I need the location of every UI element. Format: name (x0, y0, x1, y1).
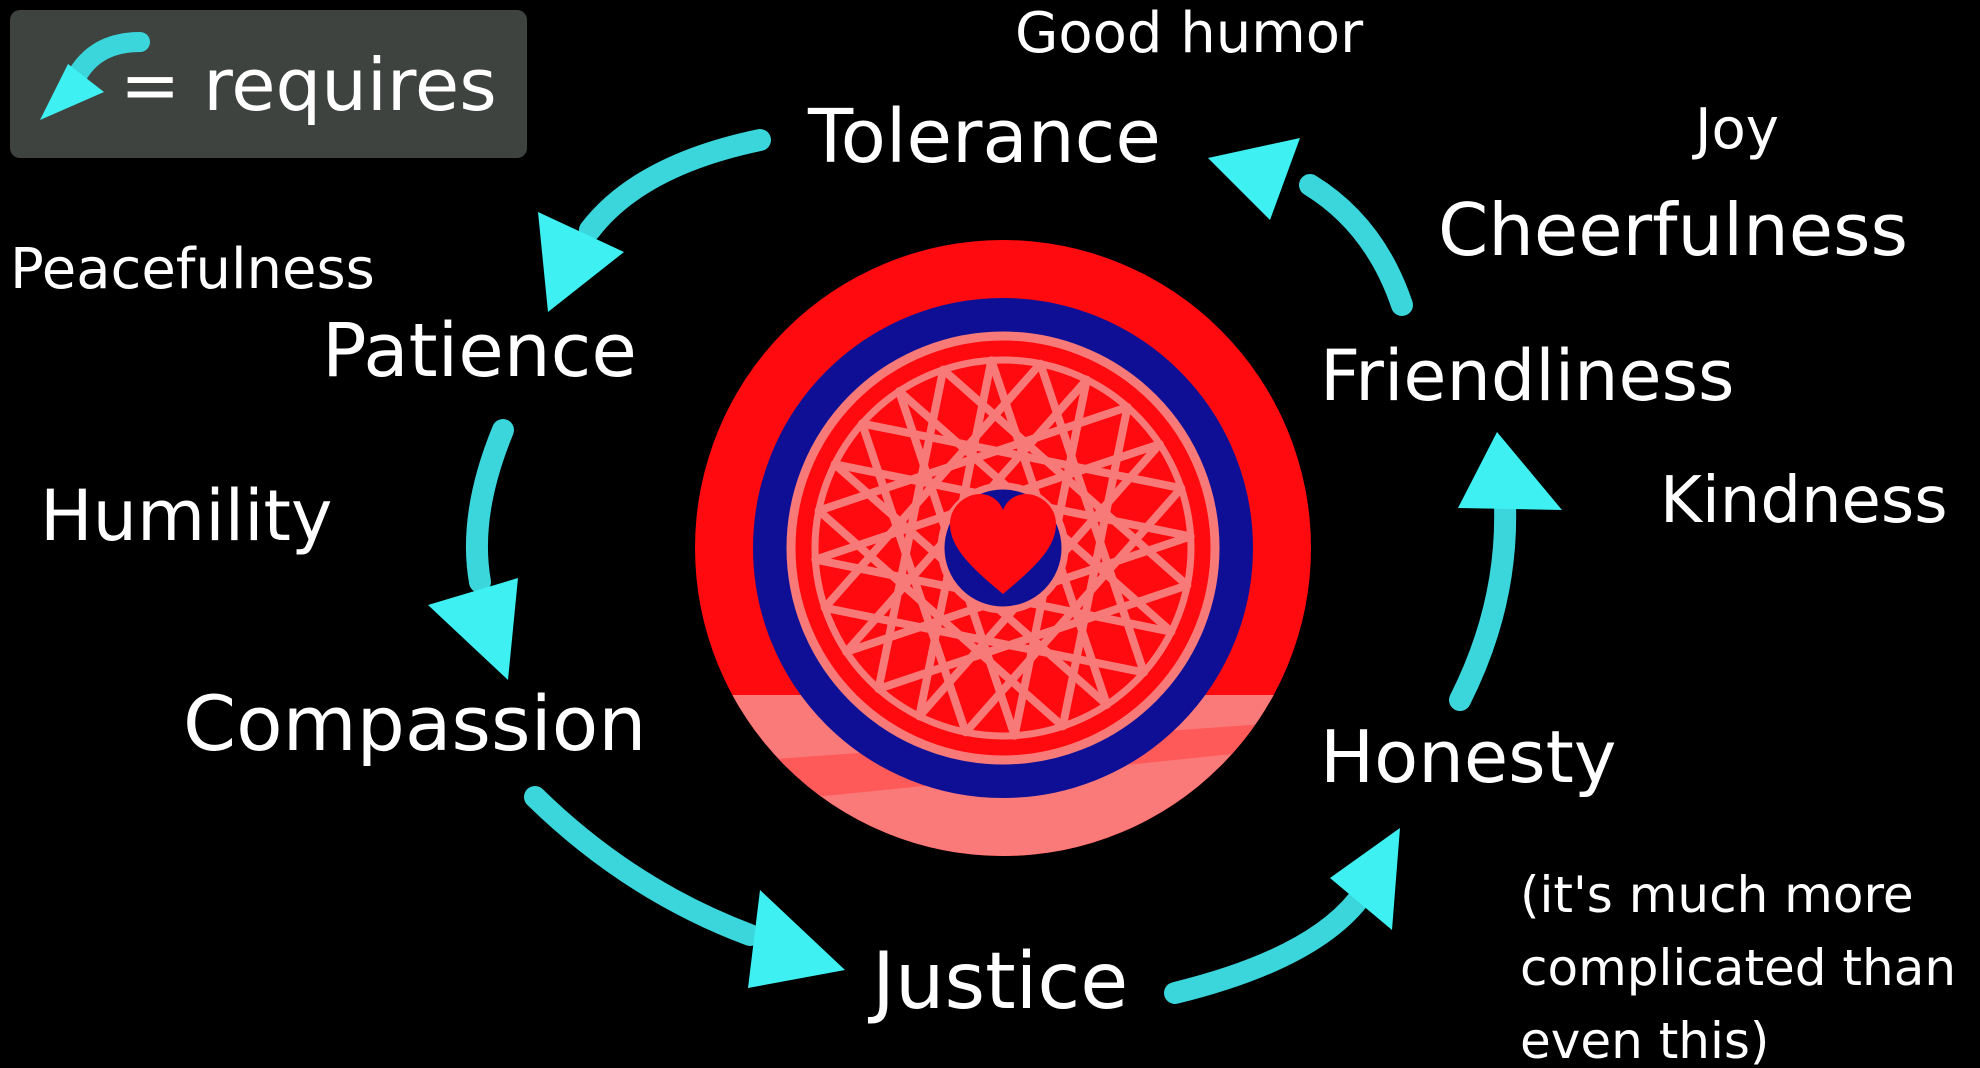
arrow-patience-to-compassion (428, 419, 518, 680)
arrow-honesty-to-friendliness (1449, 432, 1562, 711)
legend: = requires (10, 10, 527, 158)
label-joy: Joy (1692, 97, 1779, 162)
arrow-friendliness-to-tolerance (1208, 138, 1413, 316)
cycle-arrows (428, 129, 1562, 1004)
footnote: (it's much more complicated than even th… (1520, 866, 1956, 1068)
curved-arrow-icon (40, 32, 150, 120)
label-good-humor: Good humor (1015, 1, 1364, 66)
node-tolerance: Tolerance (807, 94, 1161, 180)
footnote-line-3: even this) (1520, 1012, 1769, 1068)
label-kindness: Kindness (1660, 464, 1948, 538)
label-humility: Humility (40, 475, 332, 557)
label-peacefulness: Peacefulness (10, 237, 375, 302)
heart-icon (950, 494, 1056, 594)
label-cheerfulness: Cheerfulness (1438, 188, 1908, 272)
arrow-justice-to-honesty (1164, 828, 1400, 1004)
arrow-compassion-to-justice (524, 786, 845, 988)
node-patience: Patience (322, 308, 637, 394)
legend-label: = requires (120, 43, 497, 127)
footnote-line-1: (it's much more (1520, 866, 1914, 924)
node-compassion: Compassion (183, 679, 646, 768)
wheel-spokes (811, 356, 1195, 740)
wheel-with-heart-icon (695, 240, 1311, 856)
node-justice: Justice (867, 937, 1128, 1027)
arrow-tolerance-to-patience (538, 129, 771, 312)
node-honesty: Honesty (1320, 715, 1616, 799)
footnote-line-2: complicated than (1520, 939, 1956, 997)
node-friendliness: Friendliness (1320, 335, 1735, 417)
